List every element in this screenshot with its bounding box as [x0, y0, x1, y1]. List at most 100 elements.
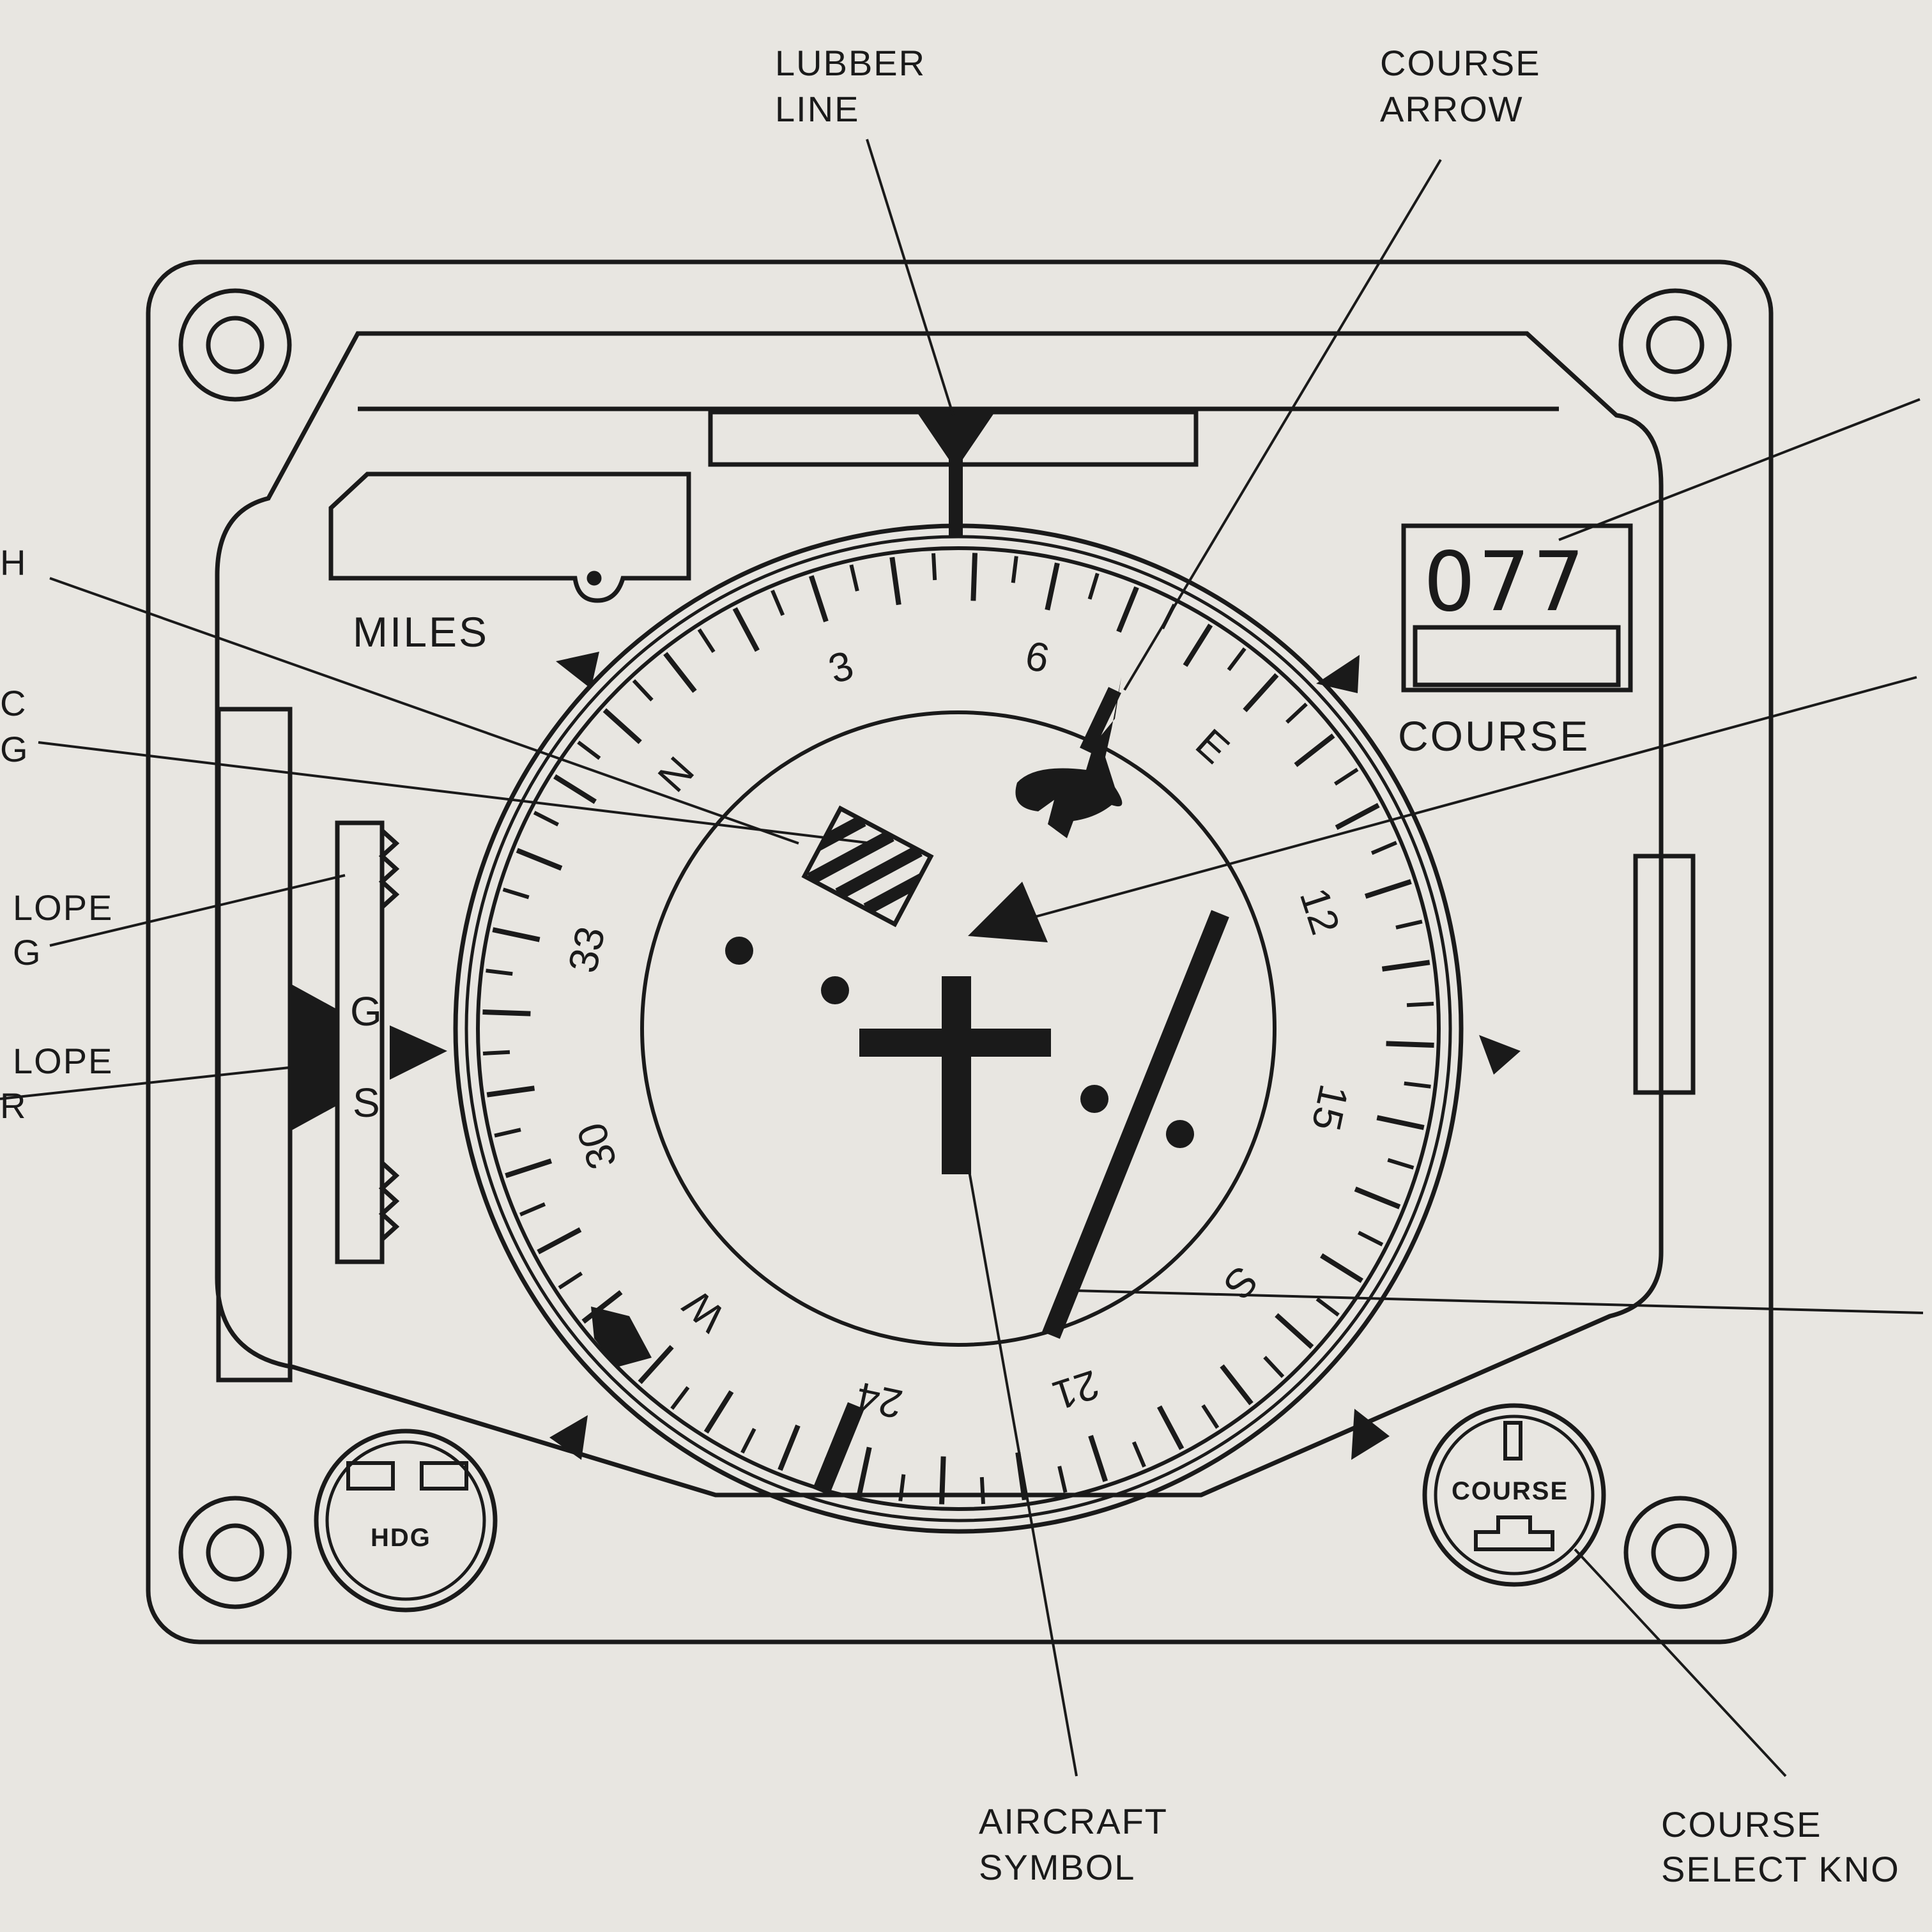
- compass-tick: [632, 679, 654, 702]
- compass-tick: [740, 1428, 756, 1454]
- compass-tick: [1045, 562, 1060, 611]
- screw-bottom-left: [178, 1496, 292, 1609]
- compass-tick: [1116, 586, 1139, 633]
- compass-tick: [486, 1085, 535, 1098]
- compass-tick: [808, 575, 829, 623]
- callout-left-3: LOPE G: [13, 887, 125, 972]
- compass-tick: [602, 708, 642, 744]
- compass-tick: [1376, 1115, 1425, 1130]
- callout-lubber-line: LUBBER LINE: [775, 43, 937, 129]
- course-label: COURSE: [1398, 712, 1590, 760]
- compass-label-6: 6: [1022, 632, 1054, 682]
- leader-left-3: [49, 874, 346, 947]
- heading-bug-marker: [801, 805, 934, 928]
- compass-tick: [1386, 1041, 1434, 1048]
- compass-tick: [519, 1202, 546, 1216]
- corner-screws: [178, 288, 1737, 1609]
- callout-aircraft-symbol: AIRCRAFT SYMBOL: [979, 1801, 1179, 1887]
- compass-tick: [1381, 960, 1430, 972]
- callout-left-2: C G: [0, 683, 38, 769]
- compass-tick: [1315, 1297, 1340, 1317]
- compass-tick: [1087, 572, 1100, 600]
- hdg-knob[interactable]: [314, 1429, 498, 1613]
- leader-course-readout: [1558, 398, 1920, 541]
- callout-left-1: H: [0, 542, 27, 583]
- compass-label-w: W: [674, 1281, 734, 1341]
- compass-tick: [857, 1446, 872, 1495]
- hdg-knob-label: HDG: [371, 1524, 431, 1552]
- compass-tick: [931, 553, 937, 581]
- miles-label: MILES: [353, 608, 489, 656]
- compass-tick: [1406, 1002, 1434, 1008]
- compass-tick: [1131, 1441, 1146, 1468]
- compass-tick: [1335, 802, 1380, 830]
- callout-course-arrow: COURSE ARROW: [1380, 43, 1552, 129]
- compass-tick: [1364, 878, 1412, 899]
- deviation-dot: [821, 976, 849, 1004]
- leader-left-2: [38, 741, 873, 845]
- compass-tick: [979, 1476, 985, 1505]
- compass-label-21: 21: [1047, 1361, 1105, 1419]
- leader-course-arrow: [1123, 158, 1442, 691]
- course-readout-window: [1401, 523, 1633, 693]
- callout-left-2-1: C: [0, 683, 27, 723]
- compass-tick: [1220, 1364, 1254, 1406]
- compass-tick: [1201, 1404, 1220, 1429]
- reciprocal-marker: [591, 1307, 652, 1367]
- glide-slope-pointer-left: [291, 984, 337, 1131]
- case-outer: [146, 259, 1774, 1644]
- glide-slope-scale: [335, 820, 400, 1264]
- to-from-indicator: [968, 882, 1048, 942]
- index-triangle-top-left: [556, 652, 599, 689]
- compass-label-3: 3: [823, 641, 859, 692]
- deviation-dots: [725, 937, 1194, 1148]
- compass-tick: [494, 1128, 521, 1138]
- compass-tick: [553, 774, 597, 804]
- compass-tick: [970, 553, 977, 601]
- compass-label-30: 30: [568, 1117, 625, 1175]
- miles-window-frame: [328, 471, 691, 603]
- compass-tick: [1243, 673, 1279, 712]
- course-select-knob[interactable]: [1422, 1403, 1606, 1587]
- compass-tick: [1227, 647, 1246, 671]
- compass-tick: [537, 1227, 582, 1255]
- compass-label-e: E: [1187, 720, 1238, 772]
- callout-aircraft-symbol-1: AIRCRAFT: [979, 1801, 1167, 1841]
- leader-lubber-line: [866, 139, 954, 416]
- compass-tick: [1395, 919, 1423, 930]
- compass-tick: [1088, 1434, 1108, 1482]
- compass-tick: [663, 652, 697, 693]
- index-triangle-bottom-left: [549, 1415, 588, 1460]
- compass-tick: [1011, 556, 1018, 583]
- callout-course-arrow-2: ARROW: [1380, 89, 1524, 129]
- compass-tick: [638, 1345, 674, 1384]
- index-triangle-bottom-right: [1351, 1409, 1390, 1460]
- compass-tick: [516, 848, 563, 871]
- aircraft-wings: [859, 1029, 1051, 1057]
- compass-tick: [581, 1290, 623, 1324]
- hdg-knob-window-left: [346, 1461, 395, 1491]
- index-triangle-right: [1479, 1035, 1521, 1075]
- compass-label-12: 12: [1291, 882, 1349, 940]
- compass-tick: [898, 1474, 906, 1501]
- screw-bottom-right: [1623, 1496, 1737, 1609]
- callout-lubber-line-2: LINE: [775, 89, 860, 129]
- callout-left-3-2: G: [13, 932, 42, 972]
- screw-top-right: [1618, 288, 1732, 402]
- right-side-slot: [1633, 854, 1696, 1095]
- compass-tick: [1358, 1230, 1384, 1246]
- compass-tick: [1404, 1081, 1431, 1089]
- glide-slope-scale-frame: [335, 820, 385, 1264]
- callout-lubber-line-1: LUBBER: [775, 43, 926, 83]
- glide-slope-letter-g: G: [350, 988, 382, 1034]
- lubber-line-marker: [917, 412, 995, 470]
- compass-tick: [1354, 1186, 1401, 1209]
- index-triangle-top-right: [1316, 655, 1360, 693]
- compass-tick: [1275, 1313, 1314, 1349]
- callout-aircraft-symbol-2: SYMBOL: [979, 1847, 1135, 1887]
- compass-ticks: [482, 553, 1434, 1505]
- compass-label-15: 15: [1303, 1080, 1357, 1135]
- callout-left-4-2: R: [0, 1085, 27, 1126]
- course-readout-lower-box: [1413, 625, 1621, 687]
